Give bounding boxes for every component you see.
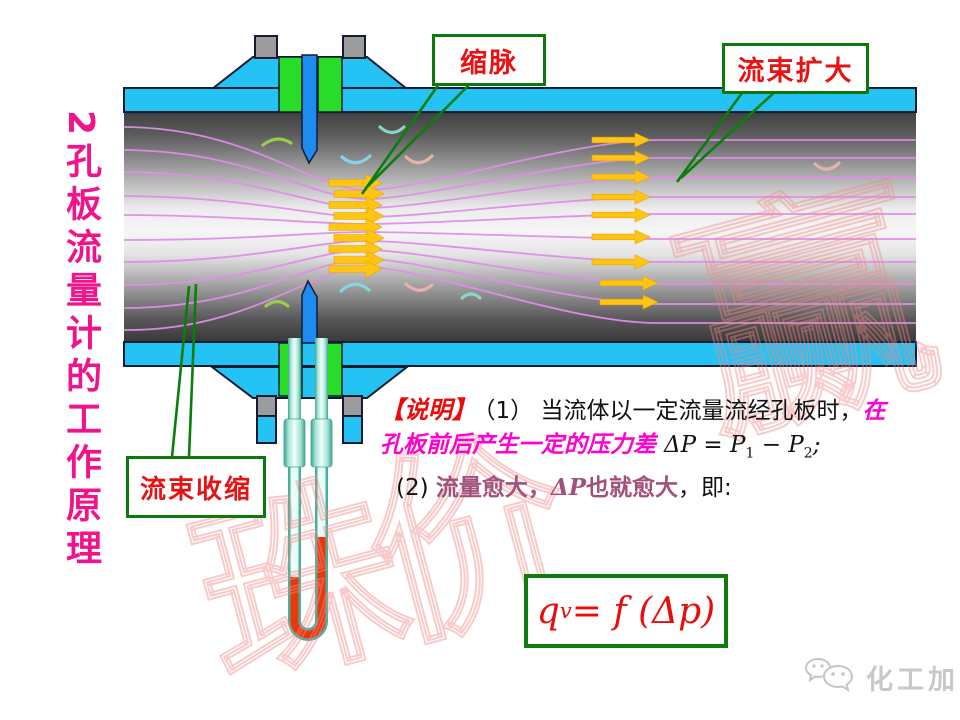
logo-text: 化工加 — [866, 664, 959, 696]
explanation-line-2: 孔板前后产生一定的压力差 ΔP = P1 − P2; — [380, 432, 821, 462]
bolt-top-right — [342, 35, 366, 59]
explanation-tag: 【说明】 — [380, 396, 476, 424]
label-jet-contraction: 流束收缩 — [126, 456, 266, 518]
velocity-arrows-vena-contracta — [328, 174, 385, 278]
callout-line-jet-contract — [170, 285, 191, 458]
gasket-top-right — [317, 56, 343, 113]
callout-line-vena-contracta — [360, 80, 443, 195]
turbulence-eddies — [261, 125, 841, 308]
bolt-bottom-right — [342, 395, 363, 417]
tube-coupling-left — [283, 418, 306, 468]
callout-lines — [170, 80, 779, 458]
pressure-tap-tube-right — [315, 338, 328, 422]
u-tube-manometer — [283, 338, 333, 641]
bolt-bottom-left — [256, 395, 277, 417]
orifice-plate-bottom — [301, 279, 318, 344]
flange-top — [123, 35, 917, 165]
manometer-fluid — [290, 537, 326, 639]
label-jet-expansion: 流束扩大 — [722, 43, 869, 94]
chat-bubbles-icon — [804, 657, 854, 693]
explanation-line-3: (2) 流量愈大，ΔP也就愈大，即: — [396, 473, 732, 501]
slide-title-vertical: 2孔板流量计的工作原理 — [60, 110, 101, 573]
explanation-line-1: 【说明】（1） 当流体以一定流量流经孔板时，在 — [380, 396, 886, 424]
callout-line-jet-expand — [675, 88, 747, 183]
gasket-top-left — [278, 56, 303, 113]
velocity-arrows-expanded — [591, 132, 659, 310]
pressure-tap-tube-left — [288, 338, 301, 422]
tube-coupling-right — [310, 418, 333, 468]
pressure-difference-equation: ΔP = P1 − P2; — [664, 432, 821, 462]
label-vena-contracta: 缩脉 — [432, 34, 546, 86]
explanation-block: 【说明】（1） 当流体以一定流量流经孔板时，在 孔板前后产生一定的压力差 ΔP … — [380, 393, 935, 505]
huagongjia-logo: 化工加 — [804, 654, 959, 700]
bolt-top-left — [254, 35, 278, 59]
orifice-plate-top — [301, 54, 318, 165]
